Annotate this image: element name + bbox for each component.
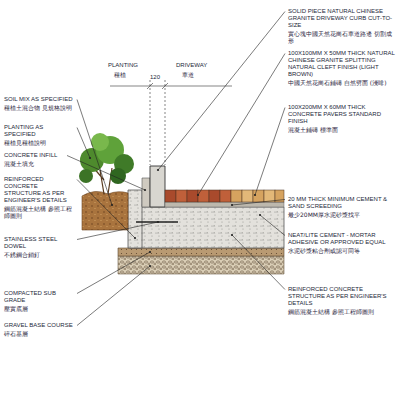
callout-note: 鋼筋混凝土結構 參照工程師圖則: [4, 205, 74, 219]
leader-dot: [231, 234, 233, 236]
callout-note: 碎石基層: [4, 330, 74, 337]
leader-dot: [134, 237, 136, 239]
leader-line: [232, 235, 285, 290]
callout-note: COMPACTED SUB GRADE: [4, 290, 74, 304]
dimension-line: [110, 80, 232, 165]
leader-line: [255, 108, 285, 196]
callout-note: REINFORCED CONCRETE STRUCTURE AS PER ENG…: [288, 286, 396, 307]
concrete-slab: [130, 207, 284, 248]
shrub: [79, 133, 134, 194]
leader-dot: [231, 204, 233, 206]
leader-line: [77, 180, 135, 239]
callout-note: CONCRETE INFILL: [4, 152, 74, 159]
dimension-label: 120: [150, 74, 160, 81]
callout-note: 100X100MM X 50MM THICK NATURAL CHINESE G…: [288, 50, 396, 78]
leader-line: [67, 156, 145, 191]
paver-row: [165, 190, 284, 202]
callout-note: STAINLESS STEEL DOWEL: [4, 236, 74, 250]
granite-curb: [150, 166, 165, 207]
dimension-label: PLANTING: [108, 62, 138, 69]
callout-note: REINFORCED CONCRETE STRUCTURE AS PER ENG…: [4, 176, 74, 204]
leader-line: [198, 54, 285, 196]
gravel-base: [118, 256, 284, 274]
callout-note: 種植土混合物 見規格說明: [4, 104, 74, 111]
leader-line: [77, 128, 90, 159]
callout-note: SOLID PIECE NATURAL CHINESE GRANITE DRIV…: [288, 8, 396, 29]
leader-line: [260, 215, 285, 236]
leader-line: [77, 222, 158, 240]
callout-note: 中國天然花崗石鋪磚 自然劈面 (淺啡): [288, 79, 396, 86]
leader-dot: [144, 189, 146, 191]
leader-dot: [254, 194, 256, 196]
dimension-label: 車道: [182, 71, 194, 78]
leader-dot: [149, 251, 151, 253]
concrete-infill: [142, 178, 150, 207]
leader-line: [77, 266, 150, 326]
leader-dot: [149, 265, 151, 267]
leader-dot: [111, 204, 113, 206]
callout-note: 混凝土填充: [4, 160, 74, 167]
callout-note: 最少20MM厚水泥砂漿找平: [288, 211, 396, 218]
callout-note: PLANTING AS SPECIFIED: [4, 124, 74, 138]
leader-dot: [259, 214, 261, 216]
callout-note: SOIL MIX AS SPECIFIED: [4, 96, 74, 103]
callout-note: 實心塊中國天然花崗石車道路邊 切割成形: [288, 30, 396, 44]
sub-grade: [118, 248, 284, 256]
callout-note: 20 MM THICK MINIMUM CEMENT & SAND SCREED…: [288, 196, 396, 210]
leader-dot: [197, 194, 199, 196]
callout-note: 水泥砂漿粘合劑或認可同等: [288, 247, 396, 254]
leader-line: [77, 100, 112, 206]
screed: [165, 202, 284, 207]
callout-note: NEAT/LITE CEMENT - MORTAR ADHESIVE OR AP…: [288, 232, 396, 246]
planter-wall: [128, 190, 142, 248]
leader-dot: [89, 157, 91, 159]
leader-line: [232, 200, 285, 206]
callout-note: 鋼筋混凝土結構 參照工程師圖則: [288, 308, 396, 315]
callout-note: 不銹鋼合銷釘: [4, 251, 74, 258]
callout-note: 混凝土鋪磚 標準面: [288, 126, 396, 133]
callout-note: 種植見種植說明: [4, 139, 74, 146]
callout-note: 壓實底層: [4, 305, 74, 312]
dimension-label: DRIVEWAY: [176, 62, 207, 69]
dimension-label: 種植: [114, 71, 126, 78]
callout-note: GRAVEL BASE COURSE: [4, 322, 74, 329]
leader-line: [158, 12, 285, 171]
steel-dowel: [136, 221, 178, 223]
callout-note: 100X200MM X 60MM THICK CONCRETE PAVERS S…: [288, 104, 396, 125]
leader-line: [77, 252, 150, 294]
leader-dot: [157, 169, 159, 171]
leader-dot: [157, 221, 159, 223]
